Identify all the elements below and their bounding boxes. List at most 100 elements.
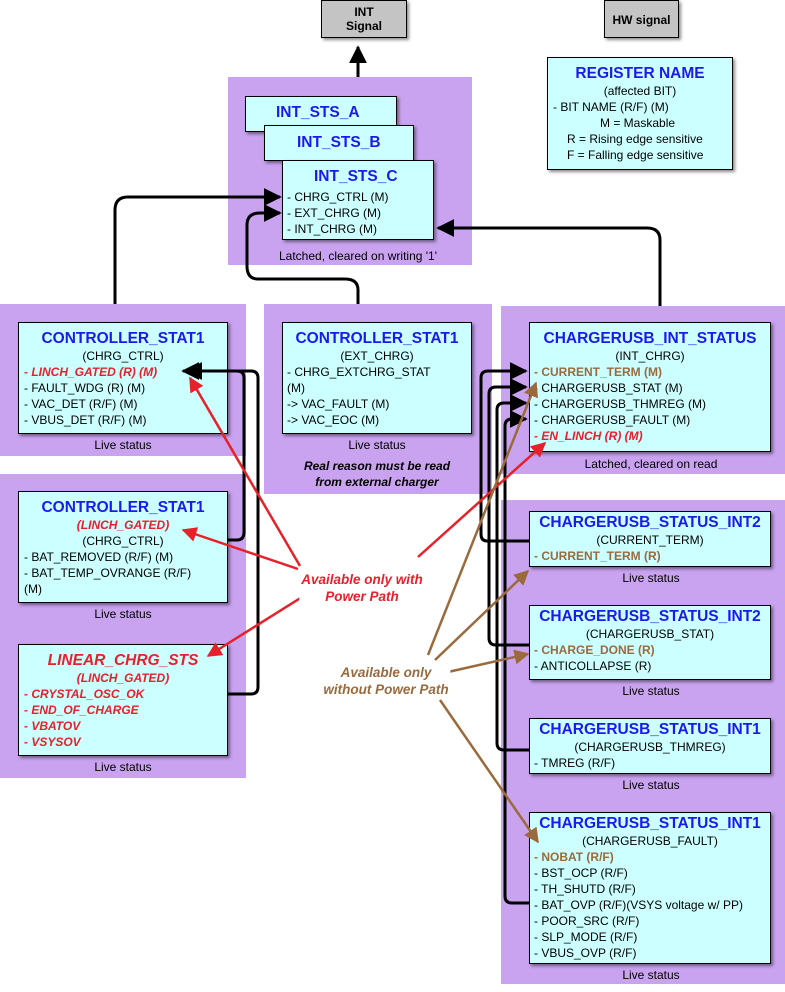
int-sts-c-box (282, 160, 434, 240)
live-status-caption: Live status (94, 607, 152, 621)
chargerusb-stat-connector (487, 378, 529, 647)
legend-line: F = Falling edge sensitive (567, 148, 704, 162)
hw-signal-box: HW signal (604, 0, 679, 38)
power-path-arrow (188, 376, 302, 567)
external-charger-note: Real reason must be read (303, 459, 451, 473)
register-bit: - TMREG (R/F) (534, 756, 616, 770)
power-path-callout: Available only with Power Path (299, 571, 425, 605)
power-path-arrow (181, 527, 299, 571)
int-sts-c-item: - EXT_CHRG (M) (287, 206, 381, 220)
register-bit: - VAC_DET (R/F) (M) (24, 397, 138, 411)
int-signal-line2: Signal (345, 19, 382, 33)
live-status-caption: Live status (94, 438, 152, 452)
latched-caption: Latched, cleared on read (584, 457, 718, 471)
register-bit: - TH_SHUTD (R/F) (534, 882, 636, 896)
current-term-connector (479, 362, 529, 543)
int-signal-line1: INT (354, 5, 374, 19)
int-sts-b-box (264, 125, 414, 161)
power-path-arrow (206, 590, 311, 658)
no-power-path-callout: Available only without Power Path (321, 664, 451, 698)
register-bit-red: - END_OF_CHARGE (24, 703, 139, 717)
register-bit: -> VAC_FAULT (M) (287, 397, 390, 411)
int-sts-c-item: - INT_CHRG (M) (287, 222, 377, 236)
legend-line: M = Maskable (600, 116, 676, 130)
power-path-callout-line1: Available only with (301, 572, 423, 587)
no-power-path-arrow (434, 569, 530, 661)
chargerusb-status-int2-title: CHARGERUSB_STATUS_INT2 (539, 608, 761, 625)
register-bit: - CHARGERUSB_THMREG (M) (534, 397, 707, 411)
live-status-caption: Live status (622, 571, 680, 585)
no-power-path-callout-line1: Available only (340, 665, 432, 680)
live-status-caption: Live status (94, 760, 152, 774)
register-bit: - ANTICOLLAPSE (R) (534, 659, 652, 673)
int-signal-box: INT Signal (321, 0, 407, 38)
live-status-caption: Live status (622, 778, 680, 792)
register-bit: - CHRG_EXTCHRG_STAT (287, 365, 431, 379)
int-chrg-connector (436, 219, 662, 306)
register-bit: - VBUS_DET (R/F) (M) (24, 413, 147, 427)
legend-line: R = Rising edge sensitive (567, 132, 703, 146)
chargerusb-status-int2-current-term-box (529, 511, 771, 567)
controller-stat1-ext-chrg-box (282, 322, 472, 434)
chargerusb-status-int2-stat-box (529, 605, 771, 680)
register-bit: - BST_OCP (R/F) (534, 866, 628, 880)
controller-stat1-subtitle-red: (LINCH_GATED) (76, 518, 170, 532)
register-bit: - BAT_TEMP_OVRANGE (R/F) (24, 566, 192, 580)
thmreg-connector (495, 394, 529, 752)
live-status-caption: Live status (622, 684, 680, 698)
chargerusb-status-int2-subtitle: (CURRENT_TERM) (596, 533, 704, 547)
register-bit-brown: - CURRENT_TERM (R) (534, 549, 661, 563)
register-bit: - POOR_SRC (R/F) (534, 914, 640, 928)
chargerusb-int-status-title: CHARGERUSB_INT_STATUS (543, 330, 757, 347)
register-bit-brown: - CHARGE_DONE (R) (534, 643, 655, 657)
legend-line: - BIT NAME (R/F) (M) (553, 100, 669, 114)
chargerusb-status-int1-subtitle: (CHARGERUSB_THMREG) (574, 740, 726, 754)
int-sts-c-title: INT_STS_C (314, 168, 398, 185)
legend-box (547, 57, 733, 170)
no-power-path-arrow (447, 649, 530, 674)
no-power-path-arrow (426, 381, 538, 656)
chrg-ctrl-connector (113, 188, 282, 304)
linear-chrg-sts-title: LINEAR_CHRG_STS (47, 652, 199, 669)
int-sts-a-title: INT_STS_A (276, 104, 360, 121)
controller-stat1-title: CONTROLLER_STAT1 (41, 330, 205, 347)
ext-chrg-connector (245, 204, 360, 304)
register-bit: - FAULT_WDG (R) (M) (24, 381, 146, 395)
controller-stat1-subtitle: (CHRG_CTRL) (82, 349, 164, 363)
controller-stat1-linch-gated-box (18, 491, 228, 603)
controller-stat1-title: CONTROLLER_STAT1 (295, 330, 459, 347)
live-status-caption: Live status (622, 968, 680, 982)
register-bit-red: - CRYSTAL_OSC_OK (24, 687, 145, 701)
legend-line: (affected BIT) (603, 84, 677, 98)
live-status-caption: Live status (348, 438, 406, 452)
register-bit: (M) (24, 582, 42, 596)
linear-chrg-loop (184, 362, 260, 696)
linear-chrg-sts-subtitle: (LINCH_GATED) (76, 671, 170, 685)
chargerusb-int-status-box (529, 322, 771, 452)
register-bit-red: - VBATOV (24, 719, 81, 733)
int-sts-c-item: - CHRG_CTRL (M) (287, 190, 389, 204)
chargerusb-status-int2-subtitle: (CHARGERUSB_STAT) (585, 627, 715, 641)
hw-signal-label: HW signal (612, 13, 671, 27)
register-bit: (M) (287, 381, 305, 395)
register-bit-brown: - NOBAT (R/F) (534, 850, 614, 864)
register-bit: - VBUS_OVP (R/F) (534, 946, 637, 960)
external-charger-note: from external charger (315, 475, 439, 489)
no-power-path-callout-line2: without Power Path (323, 682, 449, 697)
controller-stat1-subtitle: (EXT_CHRG) (340, 349, 414, 363)
fault-connector (503, 410, 529, 905)
register-bit: -> VAC_EOC (M) (287, 413, 380, 427)
register-bit-red: - EN_LINCH (R) (M) (534, 429, 643, 443)
register-bit-red: - VSYSOV (24, 735, 81, 749)
controller-stat1-subtitle: (CHRG_CTRL) (82, 534, 164, 548)
int-sts-caption: Latched, cleared on writing '1' (278, 249, 438, 263)
int-sts-b-title: INT_STS_B (297, 134, 381, 151)
chargerusb-status-int1-title: CHARGERUSB_STATUS_INT1 (539, 815, 761, 832)
linear-chrg-sts-box (18, 644, 228, 756)
register-bit: - CHARGERUSB_FAULT (M) (534, 413, 691, 427)
register-bit: - CHARGERUSB_STAT (M) (534, 381, 683, 395)
controller-stat1-title: CONTROLLER_STAT1 (41, 499, 205, 516)
chargerusb-status-int2-title: CHARGERUSB_STATUS_INT2 (539, 514, 761, 531)
